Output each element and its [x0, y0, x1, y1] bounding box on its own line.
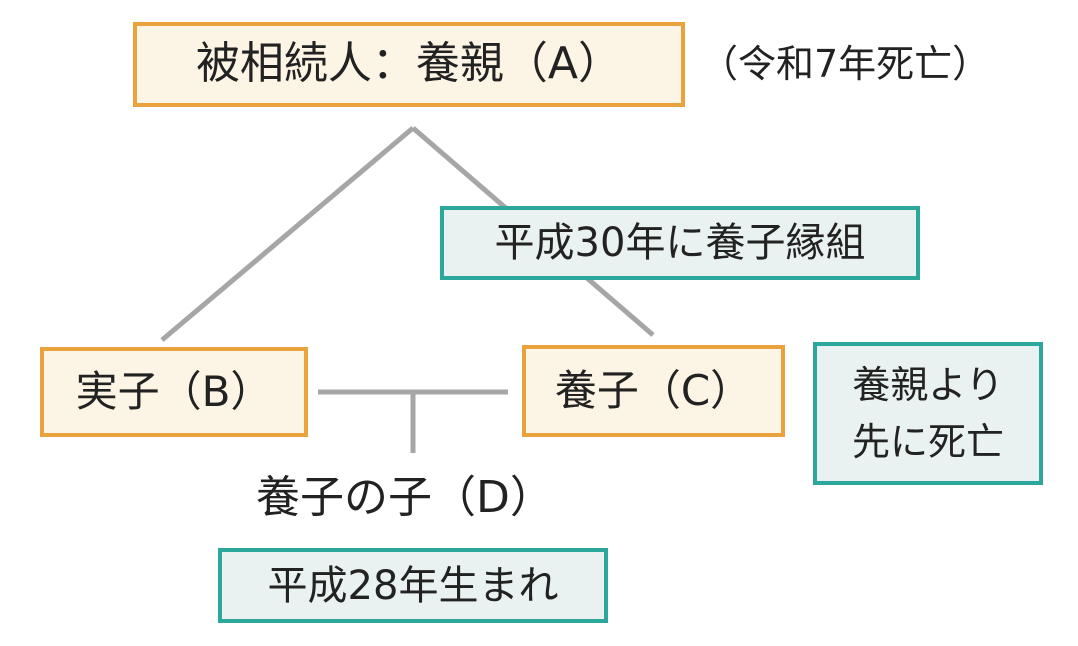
decedent-node: 被相続人：養親（A）	[133, 22, 685, 107]
birth-note-label: 平成28年生まれ	[267, 562, 559, 609]
adoption-note-node: 平成30年に養子縁組	[440, 206, 920, 280]
adoption-note-label: 平成30年に養子縁組	[494, 220, 866, 266]
predeceased-note-line1: 養親より	[852, 362, 1004, 407]
grandchild-d-node: 養子の子（D）	[238, 472, 572, 525]
predeceased-note-line2: 先に死亡	[851, 419, 1004, 464]
edge-decedent-to-child-b	[160, 126, 415, 342]
child-b-label: 実子（B）	[75, 366, 273, 416]
decedent-death-year-note: （令和7年死亡）	[700, 42, 990, 88]
predeceased-note-node: 養親より 先に死亡	[813, 342, 1043, 485]
child-c-label: 養子（C）	[554, 365, 753, 415]
grandchild-d-label: 養子の子（D）	[256, 472, 554, 523]
decedent-death-year-label: （令和7年死亡）	[700, 42, 991, 86]
decedent-label: 被相続人：養親（A）	[195, 38, 623, 90]
child-b-node: 実子（B）	[40, 347, 308, 437]
birth-note-node: 平成28年生まれ	[218, 548, 608, 623]
child-c-node: 養子（C）	[522, 345, 785, 437]
